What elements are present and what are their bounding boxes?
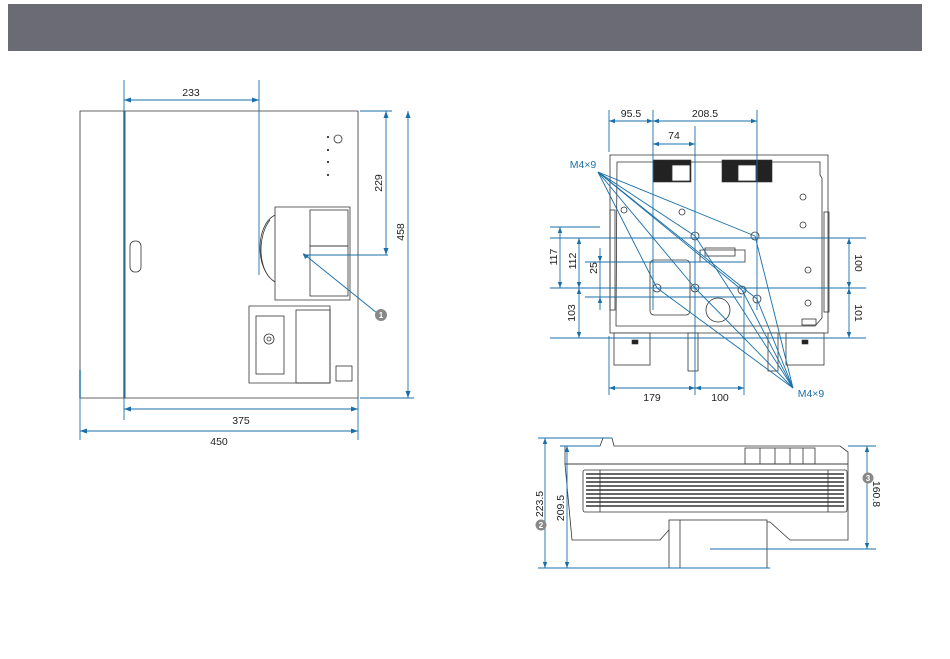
dim-209-5: 209.5 [555, 495, 567, 521]
dim-208-5: 208.5 [692, 108, 718, 120]
dim-95-5: 95.5 [621, 108, 642, 120]
dim-450: 450 [210, 436, 228, 448]
dim-103: 103 [566, 304, 578, 322]
dim-117: 117 [548, 248, 560, 265]
screw-label-bottom: M4×9 [798, 388, 825, 400]
side-view: 1 233 229 458 375 450 [80, 80, 414, 448]
dim-25: 25 [588, 262, 600, 274]
dim-458: 458 [395, 223, 407, 241]
dim-100-right: 100 [852, 254, 864, 272]
bottom-view: 95.5 208.5 74 117 112 25 103 100 [548, 108, 866, 404]
dim-233: 233 [182, 87, 200, 99]
callout-1: 1 [379, 311, 384, 320]
dim-112: 112 [567, 252, 579, 269]
dim-179: 179 [643, 392, 661, 404]
front-view: 2 223.5 209.5 3 160.8 [534, 438, 882, 568]
dim-160-8: 160.8 [870, 481, 882, 507]
dim-101: 101 [852, 304, 864, 322]
dim-74: 74 [668, 130, 680, 142]
dim-229: 229 [373, 174, 385, 192]
dim-223-5: 223.5 [534, 491, 546, 517]
dim-100-bottom: 100 [711, 392, 729, 404]
callout-2: 2 [539, 521, 544, 530]
screw-label-top: M4×9 [570, 159, 597, 171]
dim-375: 375 [232, 415, 250, 427]
